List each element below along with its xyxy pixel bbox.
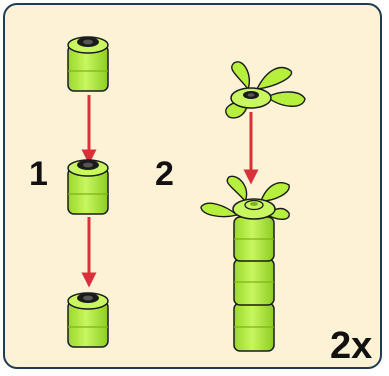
step-number-2: 2 [155, 155, 174, 193]
step1-brick-bottom [67, 292, 109, 348]
step1-brick-middle [67, 159, 109, 215]
step1-brick-top [67, 36, 109, 92]
instruction-illustration [67, 36, 306, 352]
quantity-multiplier: 2x [330, 325, 373, 367]
instruction-panel: 1 2 2x [3, 3, 382, 369]
step-number-1: 1 [29, 155, 48, 193]
step2-column [200, 175, 290, 352]
plant-leaves-icon [225, 61, 306, 119]
